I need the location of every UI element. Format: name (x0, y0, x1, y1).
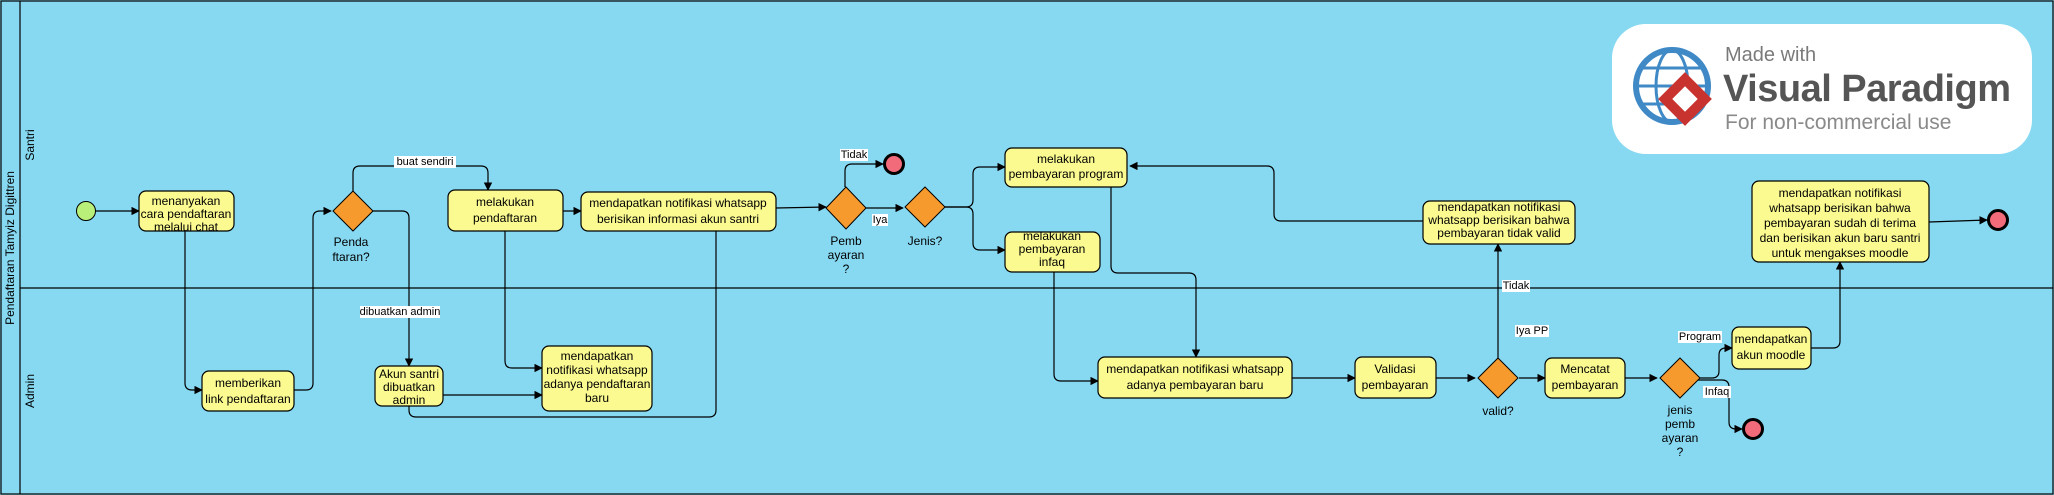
flow-t13-to-t14 (1811, 261, 1845, 349)
flow-labels: buat sendiri dibuatkan admin Tidak Iya T… (360, 149, 1731, 398)
flow-g1-to-t3 (352, 165, 493, 191)
flow-label-dibuatkan-admin: dibuatkan admin (360, 306, 441, 318)
end-event-infaq (1742, 418, 1764, 440)
flow-t2-to-g1 (294, 206, 332, 391)
flow-label-tidak-1: Tidak (841, 149, 868, 161)
sequence-flows (95, 159, 1988, 434)
svg-text:valid?: valid? (1482, 404, 1514, 418)
visual-paradigm-watermark: Made with Visual Paradigm For non-commer… (1612, 24, 2032, 154)
watermark-made-with: Made with (1725, 44, 1817, 66)
flow-label-tidak-2: Tidak (1503, 280, 1530, 292)
flow-g3-to-t8 (945, 206, 1006, 255)
gateway-valid: valid? (1477, 357, 1519, 418)
flow-g3-to-t7 (945, 162, 1006, 208)
flow-g1-to-t4 (373, 210, 414, 367)
flow-g5-to-end3 (1698, 379, 1743, 434)
svg-text:Pendaftaran?: Pendaftaran? (332, 235, 370, 264)
flow-t8-to-t9 (1053, 272, 1099, 386)
end-event-selesai (1987, 209, 2009, 231)
end-event-tidak-bayar (883, 153, 905, 175)
flow-label-program: Program (1679, 331, 1721, 343)
flow-label-iya: Iya (873, 214, 889, 226)
watermark-brand: Visual Paradigm (1723, 68, 2011, 110)
flow-t14-to-end2 (1928, 216, 1988, 225)
visual-paradigm-logo-icon (1633, 47, 1712, 126)
flow-t1-to-t2 (184, 231, 203, 395)
flow-label-buat-sendiri: buat sendiri (397, 156, 454, 168)
svg-text:mendapatkan notifikasi whatsap: mendapatkan notifikasi whatsappberisikan… (589, 196, 767, 226)
flow-t3-to-t5 (504, 231, 543, 373)
svg-text:Jenis?: Jenis? (908, 234, 943, 248)
lane-label-admin: Admin (23, 374, 37, 408)
flow-g2-to-end1 (844, 159, 884, 187)
lane-label-santri: Santri (23, 129, 37, 160)
flow-t6-to-g2 (775, 202, 827, 212)
gateway-jenis: Jenis? (904, 186, 946, 248)
watermark-note: For non-commercial use (1725, 111, 1952, 134)
flow-t4-to-t6 (408, 212, 721, 418)
flow-label-iya-pp: Iya PP (1516, 325, 1548, 337)
pool-title: Pendaftaran Tamyiz Digittren (3, 171, 17, 325)
flow-t11-to-t7 (1129, 161, 1423, 222)
flow-t7-to-t9 (1110, 187, 1201, 358)
flow-label-infaq: Infaq (1705, 386, 1729, 398)
start-event (76, 201, 96, 221)
flow-g5-to-t13 (1700, 343, 1733, 379)
